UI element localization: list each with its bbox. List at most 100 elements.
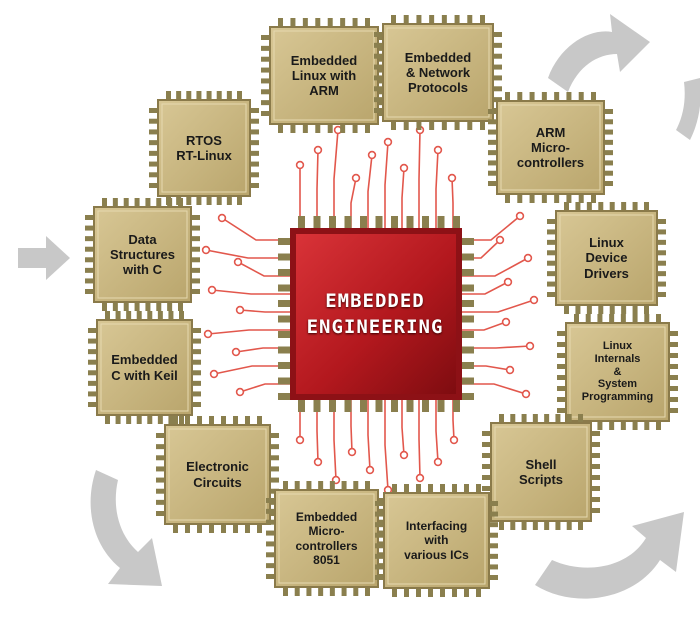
- chip-pin: [375, 522, 384, 528]
- chip-pin: [245, 416, 250, 425]
- chip-pin: [644, 202, 649, 211]
- chip-pin: [416, 121, 422, 130]
- chip-pin: [521, 414, 527, 423]
- chip-pin: [102, 198, 107, 207]
- chip-pin: [604, 129, 613, 135]
- trace-pad: [399, 450, 409, 460]
- chip-pin: [566, 414, 572, 423]
- chip-pin: [488, 139, 497, 145]
- trace-pad: [313, 457, 323, 467]
- chip-pin: [157, 311, 163, 320]
- chip-pin: [375, 532, 384, 538]
- chip-pin: [404, 484, 409, 493]
- chip-pin: [179, 311, 184, 320]
- circuit-trace: [462, 299, 535, 313]
- chip-pin: [578, 521, 583, 530]
- circuit-trace: [211, 289, 290, 295]
- chip-pin: [544, 521, 550, 530]
- chip-pin: [156, 477, 165, 483]
- chip-pin: [591, 442, 600, 447]
- chip-electronic-circuits-graphic: [156, 416, 279, 533]
- chip-pin: [547, 219, 556, 224]
- circuit-trace: [207, 329, 290, 335]
- chip-pin: [428, 588, 433, 597]
- chip-pin: [480, 15, 485, 24]
- chip-pin: [452, 484, 457, 493]
- chip-pin: [250, 129, 259, 135]
- core-pin: [278, 393, 292, 400]
- chip-pin: [302, 18, 308, 27]
- chip-pin: [554, 92, 560, 101]
- chip-body: [496, 100, 605, 195]
- trace-pad: [203, 329, 213, 339]
- chip-pin: [598, 202, 604, 211]
- chip-pin: [209, 524, 214, 533]
- chip-bevel: [559, 214, 654, 302]
- chip-pin: [557, 353, 566, 358]
- chip-pin: [621, 305, 627, 314]
- core-pin: [278, 346, 292, 354]
- chip-pin: [266, 574, 275, 579]
- trace-pad: [501, 317, 511, 327]
- core-pin: [278, 377, 292, 385]
- core-pin: [329, 216, 336, 230]
- chip-pin: [105, 311, 110, 320]
- chip-pin: [374, 42, 383, 48]
- chip-pin: [488, 109, 497, 114]
- chip-pin: [226, 196, 232, 205]
- chip-pin: [88, 349, 97, 355]
- chip-bevel: [387, 496, 486, 585]
- chip-embedded-network-protocols-graphic: [374, 15, 502, 130]
- chip-pin: [591, 453, 600, 458]
- chip-pin: [476, 484, 481, 493]
- chip-body: [274, 489, 379, 588]
- chip-pin: [261, 45, 270, 51]
- chip-pin: [374, 97, 383, 103]
- chip-pin: [88, 328, 97, 333]
- trace-pad: [365, 465, 375, 475]
- chip-pin: [440, 588, 445, 597]
- core-pin: [278, 269, 292, 276]
- chip-pin: [604, 109, 613, 114]
- chip-pin: [669, 331, 678, 336]
- chip-pin: [375, 543, 384, 549]
- chip-pin: [261, 78, 270, 84]
- chip-pin: [318, 587, 324, 596]
- chip-pin: [493, 32, 502, 37]
- trace-pad: [201, 245, 211, 255]
- chip-pin: [147, 415, 153, 424]
- chip-pin: [632, 202, 638, 211]
- chip-pin: [557, 342, 566, 347]
- chip-pin: [669, 397, 678, 402]
- chip-pin: [557, 331, 566, 336]
- chip-pin: [85, 257, 94, 263]
- chip-pin: [206, 196, 212, 205]
- chip-bevel: [569, 326, 666, 418]
- chip-pin: [329, 481, 335, 490]
- chip-pin: [557, 408, 566, 413]
- chip-pin: [657, 250, 666, 256]
- chip-pin: [209, 416, 214, 425]
- chip-pin: [261, 89, 270, 95]
- trace-pad: [433, 457, 443, 467]
- core-pin: [375, 398, 383, 412]
- chip-pin: [270, 477, 279, 483]
- chip-pin: [404, 588, 409, 597]
- chip-pin: [149, 140, 158, 146]
- chip-pin: [591, 508, 600, 513]
- chip-pin: [375, 575, 384, 580]
- trace-pad: [217, 213, 227, 223]
- chip-pin: [669, 342, 678, 347]
- core-pin: [391, 398, 398, 412]
- chip-pin: [327, 124, 333, 133]
- chip-pin: [575, 202, 581, 211]
- chip-pin: [270, 433, 279, 438]
- chip-pin: [191, 215, 200, 220]
- chip-pin: [266, 498, 275, 503]
- chip-pin: [669, 364, 678, 369]
- chip-pin: [179, 415, 184, 424]
- chip-pin: [544, 414, 550, 423]
- chip-pin: [488, 150, 497, 156]
- chip-pin: [196, 91, 202, 100]
